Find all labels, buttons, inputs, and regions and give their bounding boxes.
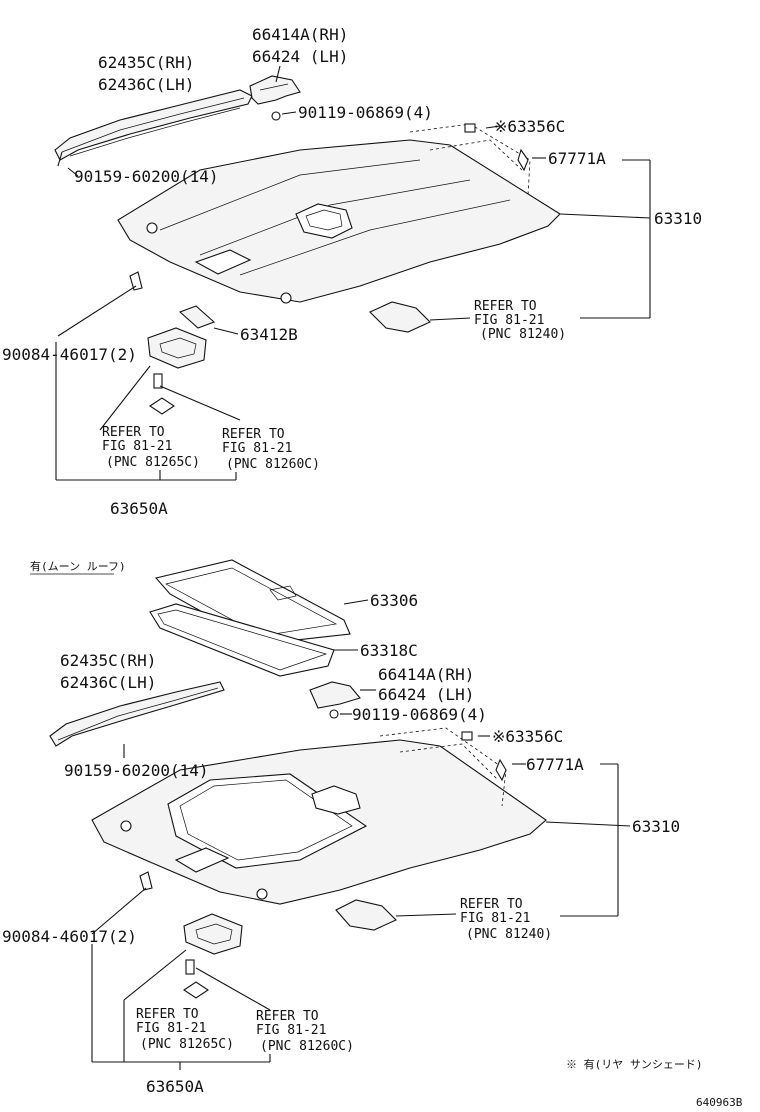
label-62436c-lower: 62436C(LH) — [60, 673, 156, 692]
label-63650a: 63650A — [110, 499, 168, 518]
label-63318c: 63318C — [360, 641, 418, 660]
ref-81265c-line1: REFER TO — [102, 425, 165, 440]
upper-section: 66414A(RH) 66424 (LH) 62435C(RH) 62436C(… — [2, 25, 702, 518]
ref-81265c-line3: (PNC 81265C) — [106, 455, 200, 470]
upper-leader-lines — [55, 125, 651, 481]
headliner-63310-lower-drawing — [91, 727, 631, 905]
assist-grip-rail-lower-drawing — [49, 681, 225, 758]
ref-81260c-line1: REFER TO — [222, 427, 285, 442]
console-lower-drawing — [91, 871, 243, 999]
ref-81260c-lower-line2: FIG 81-21 — [256, 1023, 326, 1038]
console-clip-drawing — [57, 271, 239, 415]
label-90084: 90084-46017(2) — [2, 345, 137, 364]
label-62435c-lower: 62435C(RH) — [60, 651, 156, 670]
label-66424: 66424 (LH) — [252, 47, 348, 66]
bracket-66414a-drawing — [249, 65, 301, 121]
label-63412b: 63412B — [240, 325, 298, 344]
label-66414a-lower: 66414A(RH) — [378, 665, 474, 684]
ref-81240-lower-line3: (PNC 81240) — [466, 927, 552, 942]
label-67771a-lower: 67771A — [526, 755, 584, 774]
ref-81265c-lower-line3: (PNC 81265C) — [140, 1037, 234, 1052]
label-90084-lower: 90084-46017(2) — [2, 927, 137, 946]
sunroof-frame-63306-drawing — [154, 559, 369, 645]
label-62436c: 62436C(LH) — [98, 75, 194, 94]
ref-81260c-line2: FIG 81-21 — [222, 441, 292, 456]
assist-grip-rail-drawing — [54, 89, 253, 167]
headliner-63310-drawing — [117, 123, 651, 304]
diagram-code: 640963B — [696, 1096, 743, 1109]
label-90119: 90119-06869(4) — [298, 103, 433, 122]
lower-leader-lines — [91, 735, 619, 1070]
label-63306: 63306 — [370, 591, 418, 610]
label-63650a-lower: 63650A — [146, 1077, 204, 1096]
label-63310-lower: 63310 — [632, 817, 680, 836]
label-90159-lower: 90159-60200(14) — [64, 761, 209, 780]
ref-81260c-lower-line3: (PNC 81260C) — [260, 1039, 354, 1054]
ref-81265c-line2: FIG 81-21 — [102, 439, 172, 454]
room-lamp-lower-drawing — [335, 899, 457, 931]
room-lamp-drawing — [369, 301, 471, 333]
label-63310: 63310 — [654, 209, 702, 228]
ref-81240-lower-line1: REFER TO — [460, 897, 523, 912]
ref-81260c-lower-line1: REFER TO — [256, 1009, 319, 1024]
lower-section: 有(ムーン ルーフ) — [2, 559, 680, 1096]
moonroof-note: 有(ムーン ルーフ) — [30, 559, 126, 573]
legend-note: ※ 有(リヤ サンシェード) — [566, 1057, 703, 1071]
label-63356c-lower: ※63356C — [492, 727, 563, 746]
bracket-66414a-lower-drawing — [309, 681, 376, 719]
label-62435c: 62435C(RH) — [98, 53, 194, 72]
seal-63318c-drawing — [149, 603, 358, 677]
ref-81265c-lower-line1: REFER TO — [136, 1007, 199, 1022]
ref-81240-line1: REFER TO — [474, 299, 537, 314]
label-66424-lower: 66424 (LH) — [378, 685, 474, 704]
ref-81240-line3: (PNC 81240) — [480, 327, 566, 342]
ref-81260c-line3: (PNC 81260C) — [226, 457, 320, 472]
label-63356c: ※63356C — [494, 117, 565, 136]
label-67771a: 67771A — [548, 149, 606, 168]
ref-81240-line2: FIG 81-21 — [474, 313, 544, 328]
label-90119-lower: 90119-06869(4) — [352, 705, 487, 724]
label-90159: 90159-60200(14) — [74, 167, 219, 186]
label-66414a: 66414A(RH) — [252, 25, 348, 44]
ref-81265c-lower-line2: FIG 81-21 — [136, 1021, 206, 1036]
ref-81240-lower-line2: FIG 81-21 — [460, 911, 530, 926]
